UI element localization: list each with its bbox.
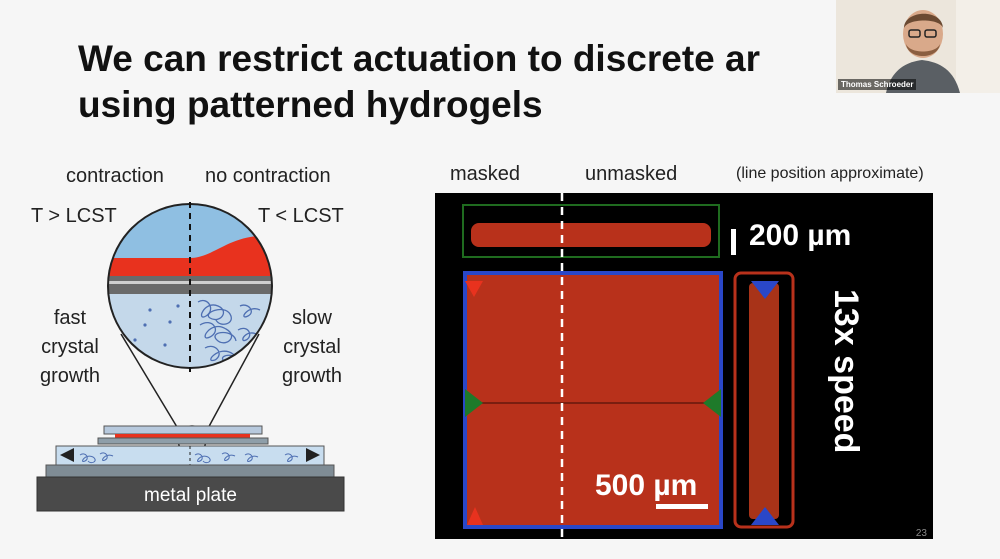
marker-strip-top-icon bbox=[751, 281, 779, 299]
marker-strip-bottom-icon bbox=[751, 507, 779, 525]
marker-mid-right-icon bbox=[703, 389, 721, 417]
scale-label-500: 500 µm bbox=[595, 469, 698, 502]
arrow-right-icon bbox=[306, 448, 320, 462]
label-masked: masked bbox=[450, 163, 521, 185]
marker-bottom-left-icon bbox=[467, 507, 483, 525]
page-number: 23 bbox=[915, 528, 927, 539]
slow-line-1: slow bbox=[291, 307, 332, 329]
slide-title-line-2: using patterned hydrogels bbox=[78, 84, 543, 125]
microscopy-frames bbox=[462, 193, 795, 539]
presenter-name: Thomas Schroeder bbox=[838, 79, 917, 90]
label-t-above-lcst: T > LCST bbox=[31, 205, 117, 227]
marker-mid-left-icon bbox=[465, 389, 483, 417]
slide-title: We can restrict actuation to discrete ar… bbox=[78, 36, 760, 128]
presenter-video bbox=[836, 0, 1000, 93]
scale-bar-200 bbox=[731, 229, 736, 255]
label-no-contraction: no contraction bbox=[205, 165, 331, 187]
speed-label: 13x speed bbox=[827, 289, 865, 454]
fast-line-1: fast bbox=[53, 307, 87, 329]
label-contraction: contraction bbox=[66, 165, 164, 187]
arrow-left-icon bbox=[60, 448, 74, 462]
label-line-note: (line position approximate) bbox=[736, 165, 924, 182]
marker-top-left-icon bbox=[465, 281, 483, 297]
slow-line-3: growth bbox=[281, 365, 343, 387]
label-slow-crystal-growth: slow crystal growth bbox=[270, 304, 354, 391]
slide-title-line-1: We can restrict actuation to discrete ar bbox=[78, 38, 760, 79]
fast-line-2: crystal bbox=[41, 336, 99, 358]
webcam-video-tile[interactable]: Thomas Schroeder bbox=[836, 0, 1000, 93]
magnified-view bbox=[108, 204, 272, 368]
scale-bar-500 bbox=[656, 504, 708, 509]
microscopy-image: 200 µm 500 µm 13x speed bbox=[435, 193, 933, 539]
scale-label-200: 200 µm bbox=[749, 219, 852, 252]
label-fast-crystal-growth: fast crystal growth bbox=[30, 304, 110, 391]
label-t-below-lcst: T < LCST bbox=[258, 205, 344, 227]
fast-line-3: growth bbox=[39, 365, 101, 387]
label-unmasked: unmasked bbox=[585, 163, 678, 185]
hydrogel-diagram bbox=[36, 202, 345, 512]
metal-plate-label: metal plate bbox=[144, 485, 237, 506]
slow-line-2: crystal bbox=[283, 336, 341, 358]
